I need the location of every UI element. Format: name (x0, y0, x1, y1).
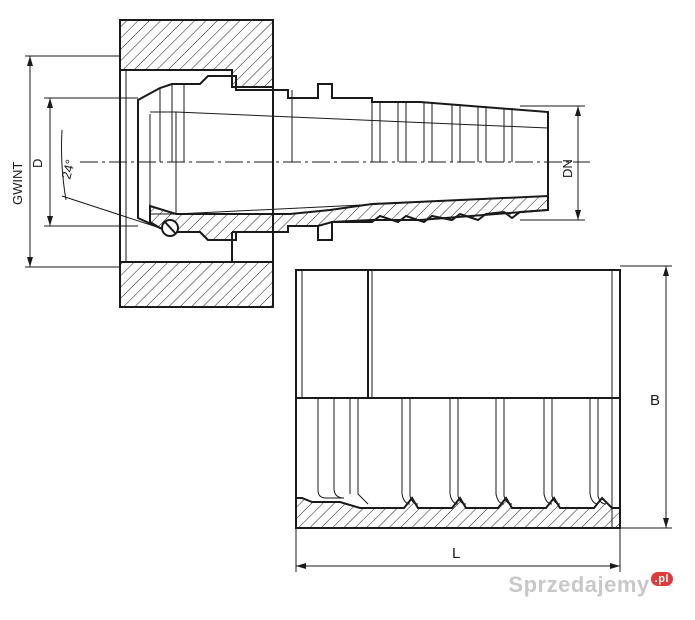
fitting-lower-section (149, 194, 549, 241)
b-label: B (650, 392, 660, 409)
angle-label: 24° (58, 158, 78, 181)
dn-label: DN (560, 159, 575, 178)
o-ring (161, 219, 179, 237)
ferrule-section (295, 496, 621, 529)
ferrule (295, 269, 621, 529)
l-label: L (452, 545, 460, 562)
watermark-logo: Sprzedajemy.pl (508, 572, 673, 598)
ferrule-dimensions: B L (295, 265, 672, 572)
d-label: D (30, 159, 45, 168)
gwint-label: GWINT (10, 162, 25, 205)
nut-bottom-section (119, 261, 274, 308)
watermark-text: Sprzedajemy (508, 572, 650, 597)
fitting-dimensions: GWINT D 24° DN (10, 55, 585, 268)
watermark-suffix: .pl (650, 572, 673, 586)
hose-fitting (80, 19, 590, 308)
nut-top-section (119, 19, 274, 88)
